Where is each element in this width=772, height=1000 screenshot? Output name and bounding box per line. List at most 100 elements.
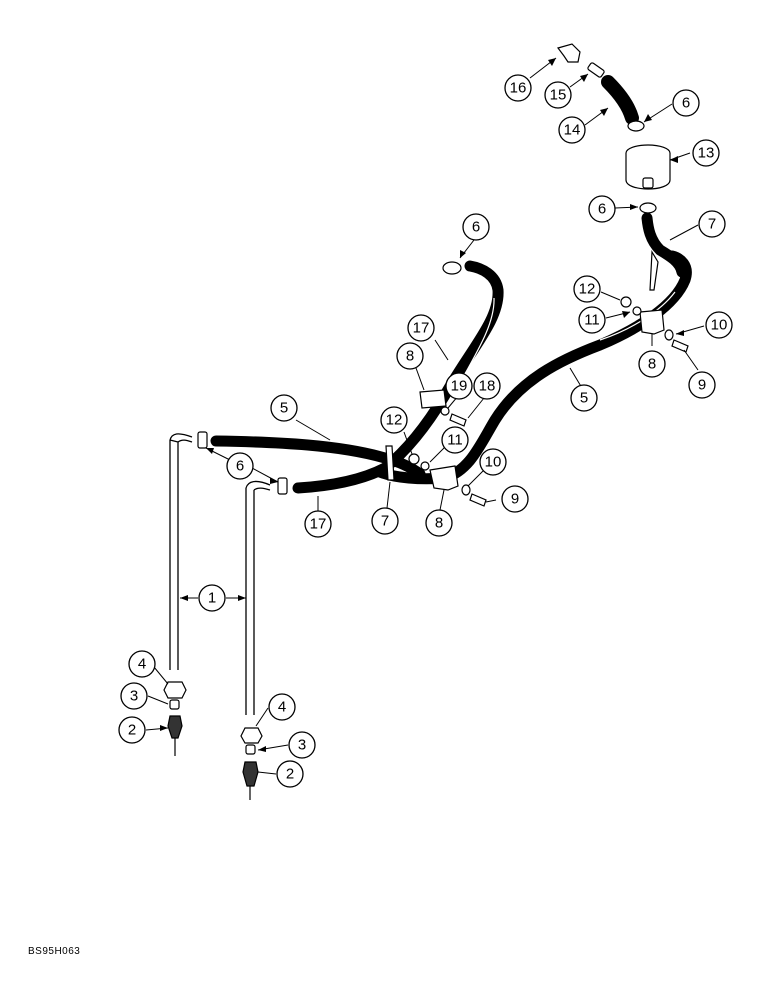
callout-6c: 6 xyxy=(462,213,490,241)
callout-6b: 6 xyxy=(588,195,616,223)
bolt-9-right xyxy=(671,339,689,353)
callout-10a: 10 xyxy=(705,311,733,339)
arrow-1-right xyxy=(238,595,246,601)
bolt-9-center xyxy=(469,493,487,507)
callout-8a-label: 8 xyxy=(648,356,656,373)
hose-5-left xyxy=(210,435,426,480)
arrow-11a xyxy=(622,311,630,318)
nut-11-center xyxy=(420,461,430,471)
hose-clamp-6-b xyxy=(639,202,657,214)
callout-5b: 5 xyxy=(570,384,598,412)
tube-1-right-outer xyxy=(245,488,255,715)
callout-2b: 2 xyxy=(276,760,304,788)
callout-9b-label: 9 xyxy=(511,491,519,508)
arrow-10a xyxy=(676,330,684,336)
figure-id-label: BS95H063 xyxy=(28,946,81,957)
leader-17a xyxy=(434,339,449,361)
callout-4a: 4 xyxy=(128,650,156,678)
callout-6c-label: 6 xyxy=(472,219,480,236)
callout-6d: 6 xyxy=(226,452,254,480)
callout-5a-label: 5 xyxy=(280,400,288,417)
callout-9b: 9 xyxy=(501,485,529,513)
arrow-3b xyxy=(258,746,266,752)
callout-8b: 8 xyxy=(396,342,424,370)
arrow-6b xyxy=(630,204,638,210)
connector-2-left xyxy=(167,715,183,739)
callout-6d-label: 6 xyxy=(236,458,244,475)
callout-2b-label: 2 xyxy=(286,766,294,783)
clip-7-upper xyxy=(649,250,659,291)
callout-12a: 12 xyxy=(573,275,601,303)
callouts: 16 15 14 6 13 6 7 6 17 12 11 10 8 9 8 1 9… xyxy=(118,74,733,788)
arrow-2a xyxy=(160,725,168,731)
tube-1-left-outer xyxy=(169,439,179,670)
clamp-8-center xyxy=(429,465,459,491)
callout-3b-label: 3 xyxy=(298,737,306,754)
callout-15-label: 15 xyxy=(550,87,567,104)
clamp-8-right xyxy=(639,309,665,335)
arrow-6d-left xyxy=(206,448,214,454)
leader-8b xyxy=(415,367,425,391)
nut-4-left xyxy=(163,681,187,699)
arrow-16 xyxy=(548,58,556,66)
callout-5a: 5 xyxy=(270,394,298,422)
callout-5b-label: 5 xyxy=(580,390,588,407)
fittings xyxy=(163,43,689,800)
callout-7a: 7 xyxy=(698,210,726,238)
callout-18: 18 xyxy=(473,372,501,400)
elbow-16 xyxy=(556,43,581,63)
callout-9a: 9 xyxy=(688,371,716,399)
callout-14: 14 xyxy=(558,116,586,144)
arrow-6a xyxy=(644,114,652,122)
callout-7b-label: 7 xyxy=(381,513,389,530)
arrowheads xyxy=(160,58,684,752)
washer-10-center xyxy=(461,484,471,496)
callout-10b-label: 10 xyxy=(485,454,502,471)
callout-12b: 12 xyxy=(380,406,408,434)
callout-17a-label: 17 xyxy=(413,320,430,337)
callout-4a-label: 4 xyxy=(138,656,146,673)
callout-3b: 3 xyxy=(288,731,316,759)
connector-2-right xyxy=(242,761,259,787)
arrow-14 xyxy=(600,108,608,116)
callout-12b-label: 12 xyxy=(386,412,403,429)
hose-clamp-6-a xyxy=(627,120,645,132)
tube-1-right-bend xyxy=(245,480,271,491)
callout-9a-label: 9 xyxy=(698,377,706,394)
hose-upper-segment xyxy=(641,212,688,278)
callout-7b: 7 xyxy=(371,507,399,535)
callout-11a: 11 xyxy=(578,306,606,334)
callout-14-label: 14 xyxy=(564,122,581,139)
callout-8c-label: 8 xyxy=(435,515,443,532)
arrow-15 xyxy=(580,74,588,82)
callout-11b-label: 11 xyxy=(447,432,463,449)
nut-11-right xyxy=(632,306,642,316)
arrow-13 xyxy=(670,156,678,163)
callout-10b: 10 xyxy=(479,448,507,476)
callout-17a: 17 xyxy=(407,314,435,342)
arrow-1-left xyxy=(180,595,188,601)
leader-8c xyxy=(439,489,445,511)
callout-8a: 8 xyxy=(638,350,666,378)
ferrule-3-right xyxy=(245,744,256,755)
arrow-6c xyxy=(460,250,466,258)
clamp-8-upper xyxy=(419,389,447,409)
leader-4a xyxy=(153,666,169,685)
callout-3a-label: 3 xyxy=(130,688,138,705)
leader-lines xyxy=(145,57,705,775)
callout-1-label: 1 xyxy=(208,590,216,607)
arrow-6d-right xyxy=(270,478,278,484)
washer-19 xyxy=(440,406,450,416)
fitting-15 xyxy=(587,62,605,78)
leader-6d-right xyxy=(251,467,279,483)
filter-13-outlet xyxy=(642,177,654,189)
hose-highlight-1 xyxy=(599,291,676,341)
callout-16-label: 16 xyxy=(510,80,527,97)
callout-13-label: 13 xyxy=(698,145,715,162)
callout-6a: 6 xyxy=(672,89,700,117)
bolt-18 xyxy=(449,413,467,427)
ferrule-3-left xyxy=(169,699,180,710)
nut-4-right xyxy=(240,727,263,744)
leader-18 xyxy=(467,397,485,419)
